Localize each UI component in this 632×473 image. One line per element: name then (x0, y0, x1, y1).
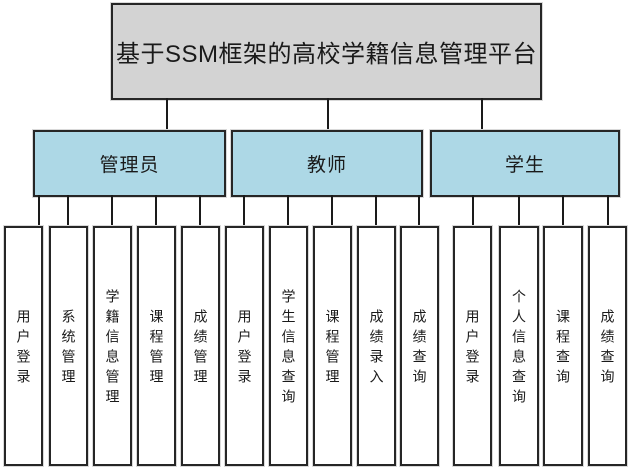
leaf-admin-status-info-mgmt: 学籍信息管理 (93, 226, 132, 466)
leaf-admin-course-mgmt-label: 课程管理 (148, 309, 165, 389)
leaf-student-user-login: 用户登录 (453, 226, 492, 466)
connector-admin-score-mgmt (199, 195, 201, 228)
branch-teacher-label: 教师 (306, 155, 347, 176)
branch-admin-label: 管理员 (99, 155, 160, 176)
leaf-admin-score-mgmt: 成绩管理 (181, 226, 220, 466)
leaf-teacher-student-info-query-label: 学生信息查询 (280, 289, 297, 409)
leaf-admin-status-info-mgmt-label: 学籍信息管理 (104, 289, 121, 409)
connector-root-admin (166, 98, 168, 132)
connector-teacher-course-mgmt (331, 195, 333, 228)
leaf-admin-system-mgmt-label: 系统管理 (60, 309, 77, 389)
page-title: 基于SSM框架的高校学籍信息管理平台 (115, 41, 537, 68)
connector-admin-status-info-mgmt (111, 195, 113, 228)
leaf-teacher-score-query: 成绩查询 (400, 226, 439, 466)
leaf-student-personal-info-query-label: 个人信息查询 (511, 289, 527, 409)
leaf-student-user-login-label: 用户登录 (464, 309, 481, 389)
connector-teacher-student-info-query (287, 195, 289, 228)
connector-root-teacher (327, 98, 329, 132)
leaf-teacher-course-mgmt: 课程管理 (313, 226, 352, 466)
leaf-teacher-user-login-label: 用户登录 (236, 309, 253, 389)
connector-student-personal-info-query (518, 195, 520, 228)
leaf-teacher-score-query-label: 成绩查询 (411, 309, 428, 389)
connector-admin-course-mgmt (155, 195, 157, 228)
branch-student: 学生 (430, 130, 620, 197)
leaf-admin-system-mgmt: 系统管理 (49, 226, 88, 466)
root-box-platform: 基于SSM框架的高校学籍信息管理平台 (111, 3, 542, 100)
leaf-admin-score-mgmt-label: 成绩管理 (192, 309, 209, 389)
leaf-teacher-user-login: 用户登录 (225, 226, 264, 466)
branch-student-label: 学生 (504, 155, 545, 176)
leaf-teacher-score-entry: 成绩录入 (357, 226, 396, 466)
branch-teacher: 教师 (231, 130, 423, 197)
connector-student-course-query (562, 195, 564, 228)
connector-student-user-login (472, 195, 474, 228)
leaf-admin-user-login: 用户登录 (4, 226, 43, 466)
connector-teacher-score-query (418, 195, 420, 228)
leaf-admin-course-mgmt: 课程管理 (137, 226, 176, 466)
leaf-teacher-student-info-query: 学生信息查询 (269, 226, 308, 466)
connector-admin-system-mgmt (67, 195, 69, 228)
leaf-student-score-query: 成绩查询 (588, 226, 627, 466)
connector-root-student (481, 98, 483, 132)
leaf-student-score-query-label: 成绩查询 (599, 309, 616, 389)
connector-teacher-user-login (243, 195, 245, 228)
leaf-student-course-query-label: 课程查询 (555, 309, 571, 389)
branch-admin: 管理员 (33, 130, 226, 197)
connector-teacher-score-entry (375, 195, 377, 228)
leaf-teacher-score-entry-label: 成绩录入 (368, 309, 385, 389)
connector-student-score-query (607, 195, 609, 228)
leaf-admin-user-login-label: 用户登录 (15, 309, 32, 389)
leaf-student-course-query: 课程查询 (543, 226, 583, 466)
leaf-student-personal-info-query: 个人信息查询 (499, 226, 539, 466)
leaf-teacher-course-mgmt-label: 课程管理 (324, 309, 341, 389)
connector-admin-user-login (38, 195, 40, 228)
